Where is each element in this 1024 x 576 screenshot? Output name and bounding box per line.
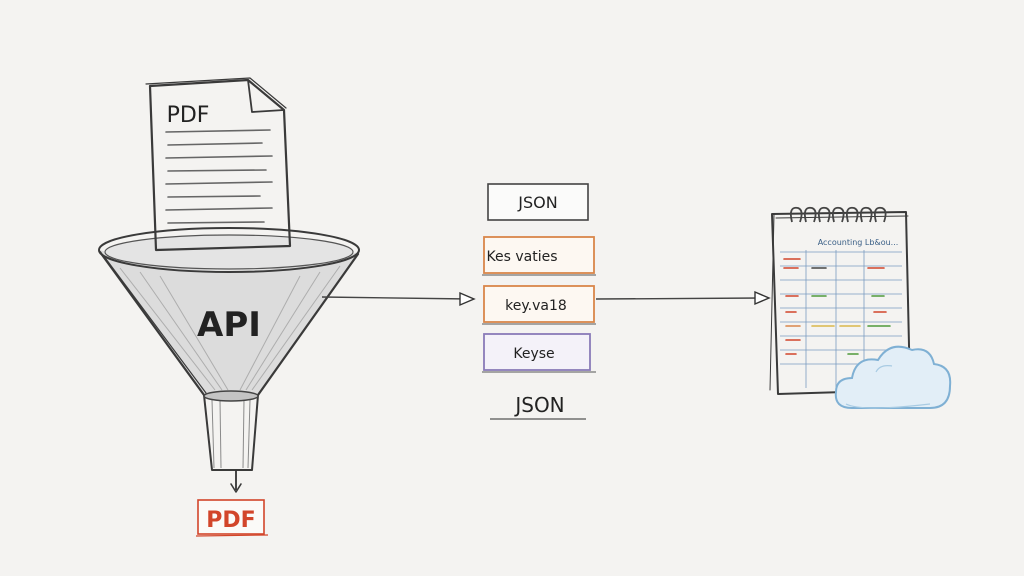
spiral-binding xyxy=(789,206,887,223)
funnel: API xyxy=(98,227,360,493)
stack-item-label: Kes vaties xyxy=(487,249,558,265)
stack-item: Keyse xyxy=(482,333,596,373)
stack-item: JSON xyxy=(487,183,589,221)
arrow-funnel-to-stack xyxy=(321,291,476,307)
document-label: PDF xyxy=(167,103,210,128)
pdf-document: PDF xyxy=(145,77,292,252)
data-stack: JSON Kes vaties key.va18 Keyse JSON xyxy=(482,183,596,420)
stack-item: JSON xyxy=(490,393,586,420)
stack-item: Kes vaties xyxy=(482,236,596,276)
stack-item-label: Keyse xyxy=(513,346,554,362)
arrow-stack-to-ledger xyxy=(595,290,771,306)
ledger-title: Accounting Lb&ou... xyxy=(818,238,899,247)
stack-item-label: JSON xyxy=(513,393,564,417)
cloud-icon xyxy=(834,345,952,409)
output-pdf: PDF xyxy=(195,499,269,537)
stack-item-label: key.va18 xyxy=(505,298,567,314)
funnel-label: API xyxy=(197,305,261,345)
stack-item: key.va18 xyxy=(482,285,596,325)
stack-item-label: JSON xyxy=(517,193,557,212)
output-label: PDF xyxy=(206,508,255,533)
